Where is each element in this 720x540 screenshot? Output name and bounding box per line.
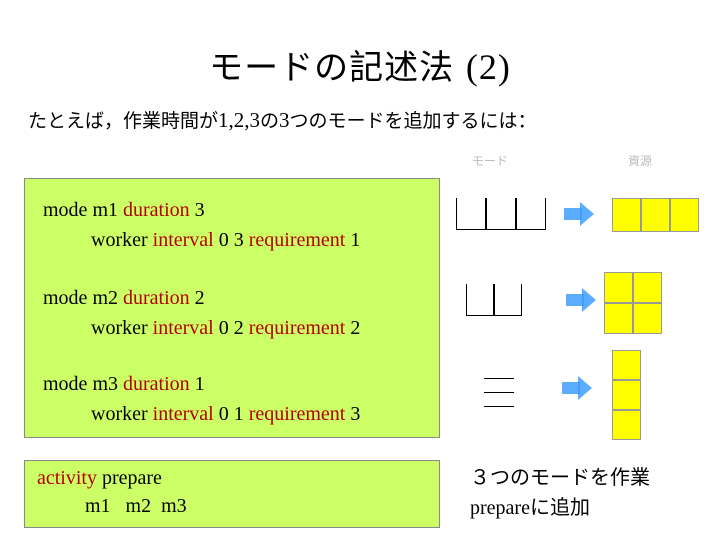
slide-subtitle: たとえば，作業時間が1,2,3の3つのモードを追加するには： <box>28 106 537 133</box>
subtitle-mid: の <box>260 110 280 132</box>
slide-title-suffix: (2) <box>465 47 511 87</box>
resource-cell <box>633 303 662 334</box>
slide-title: モードの記述法 (2) <box>0 40 720 89</box>
resource-cell <box>604 272 633 303</box>
diagram-header-resource: 資源 <box>628 154 653 168</box>
slide-title-text: モードの記述法 <box>209 48 466 88</box>
time-slot <box>466 284 494 316</box>
resource-cell <box>612 410 641 440</box>
activity-line2: m1 m2 m3 <box>85 495 187 517</box>
diagram-header-mode: モード <box>472 154 509 168</box>
subtitle-post: つのモードを追加するには： <box>289 110 537 132</box>
time-slot <box>456 198 486 230</box>
time-slot-line <box>484 406 514 407</box>
resource-cell <box>612 350 641 380</box>
resource-cell <box>670 198 699 232</box>
mode-m1-line2: worker interval 0 3 requirement 1 <box>91 229 361 251</box>
arrow-right-icon <box>564 202 594 226</box>
resource-cell <box>612 198 641 232</box>
subtitle-pre: たとえば，作業時間が <box>28 110 219 132</box>
resource-cell <box>641 198 670 232</box>
arrow-right-icon <box>562 376 592 400</box>
arrow-right-icon <box>566 288 596 312</box>
time-slot-line <box>484 378 514 379</box>
subtitle-nums: 1,2,3 <box>218 108 261 132</box>
activity-definition-box: activity prepare m1 m2 m3 <box>24 460 440 528</box>
resource-cell <box>633 272 662 303</box>
activity-line1: activity prepare <box>37 467 162 489</box>
mode-m3-line1: mode m3 duration 1 <box>43 373 205 395</box>
mode-m2-line1: mode m2 duration 2 <box>43 287 205 309</box>
time-slot <box>516 198 546 230</box>
time-slot-line <box>484 392 514 393</box>
mode-m1-line1: mode m1 duration 3 <box>43 199 205 221</box>
time-slot <box>494 284 522 316</box>
mode-m3-line2: worker interval 0 1 requirement 3 <box>91 403 361 425</box>
resource-cell <box>612 380 641 410</box>
resource-cell <box>604 303 633 334</box>
time-slot <box>486 198 516 230</box>
caption-line2: prepareに追加 <box>470 495 590 519</box>
subtitle-num3: 3 <box>279 108 290 132</box>
mode-m2-line2: worker interval 0 2 requirement 2 <box>91 317 361 339</box>
mode-definition-box: mode m1 duration 3 worker interval 0 3 r… <box>24 178 440 438</box>
caption-line1: ３つのモードを作業 <box>470 465 650 489</box>
caption: ３つのモードを作業 prepareに追加 <box>470 462 650 523</box>
